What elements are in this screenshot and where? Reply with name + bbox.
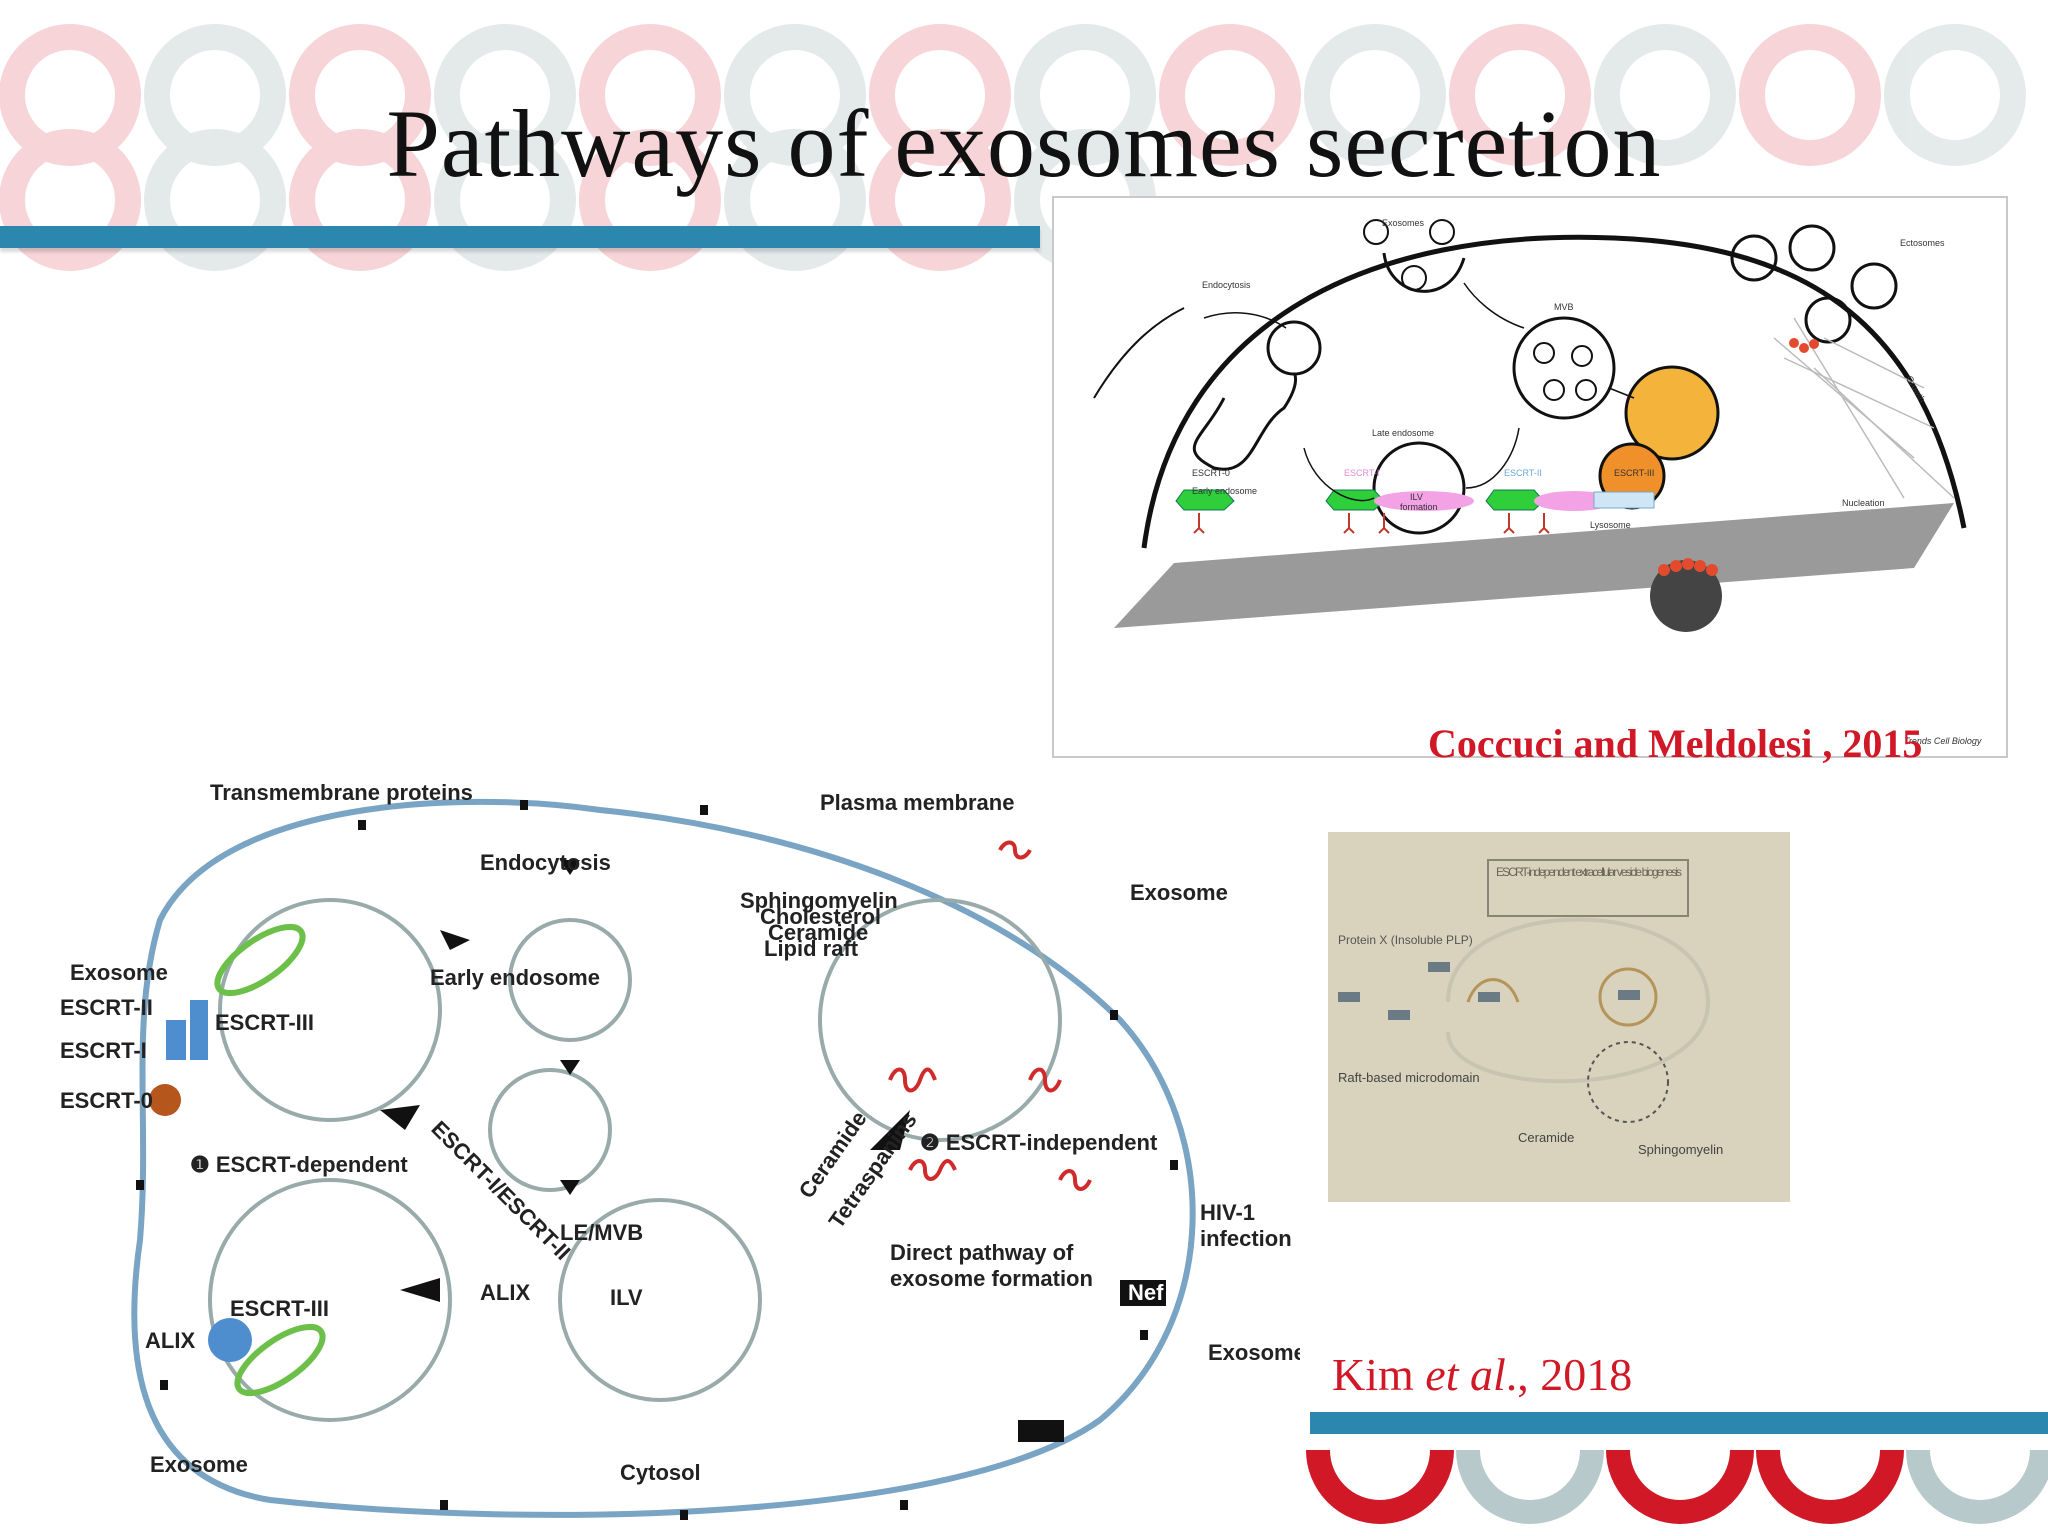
- label-box: ESCRT-independent extracellular vesicle …: [1496, 865, 1682, 879]
- label-hiv-1: HIV-1: [1200, 1200, 1255, 1225]
- label-exosome-nef: Exosome: [1208, 1340, 1300, 1365]
- label-escrt3-lower: ESCRT-III: [230, 1296, 329, 1321]
- citation-kim: Kim et al., 2018: [1332, 1348, 1632, 1401]
- label-cholesterol: Cholesterol: [760, 904, 881, 929]
- label-ceramide: Ceramide: [1518, 1130, 1574, 1145]
- label-sphingomyelin: Sphingomyelin: [1638, 1142, 1723, 1157]
- label-plasma-membrane: Plasma membrane: [820, 790, 1014, 815]
- label-escrt-independent: ❷ ESCRT-independent: [920, 1130, 1158, 1155]
- label-late-endosome: Late endosome: [1372, 428, 1434, 438]
- label-exosome-bottom: Exosome: [150, 1452, 248, 1477]
- label-direct-pathway-2: exosome formation: [890, 1266, 1093, 1291]
- citation-kim-etal: et al: [1425, 1349, 1506, 1400]
- figure-escrt-pathways: Transmembrane proteins Plasma membrane E…: [40, 760, 1306, 1530]
- label-growth: Growth: [1904, 374, 1927, 404]
- label-ceramide-small: Ceramide: [768, 920, 868, 945]
- citation-coccuci-meldolesi: Coccuci and Meldolesi , 2015: [1428, 721, 1923, 766]
- label-escrt0: ESCRT-0: [1192, 468, 1230, 478]
- label-journal: Trends Cell Biology: [1904, 736, 1982, 746]
- slide-title: Pathways of exosomes secretion: [386, 90, 1662, 197]
- label-protein: Protein X (Insoluble PLP): [1338, 933, 1473, 947]
- label-escrt-dependent: ❶ ESCRT-dependent: [190, 1152, 408, 1177]
- footer-accent-bar: [1310, 1412, 2048, 1434]
- label-escrt0-left: ESCRT-0: [60, 1088, 153, 1113]
- label-alix: ALIX: [145, 1328, 195, 1353]
- label-escrt2-left: ESCRT-II: [60, 995, 153, 1020]
- figure-exosome-ectosome-pathways: Exosomes Ectosomes Endocytosis MVB Late …: [1052, 196, 2008, 758]
- label-ectosomes: Ectosomes: [1900, 238, 1945, 248]
- label-cytosol: Cytosol: [620, 1460, 701, 1485]
- citation-kim-year: ., 2018: [1505, 1349, 1633, 1400]
- label-formation: formation: [1400, 502, 1438, 512]
- label-exosomes: Exosomes: [1382, 218, 1425, 228]
- label-le-mvb: LE/MVB: [560, 1220, 643, 1245]
- title-underline-bar: [0, 226, 1040, 248]
- label-transmembrane-proteins: Transmembrane proteins: [210, 780, 473, 805]
- label-lysosome: Lysosome: [1590, 520, 1631, 530]
- citation-kim-author: Kim: [1332, 1349, 1426, 1400]
- label-hiv-infection: infection: [1200, 1226, 1292, 1251]
- figure-escrt-pathways-diagram: Transmembrane proteins Plasma membrane E…: [60, 780, 1306, 1520]
- bottom-ring-row: [1306, 1449, 2048, 1524]
- label-sphingomyelin: Sphingomyelin: [740, 888, 898, 913]
- label-escrt2: ESCRT-II: [1504, 468, 1542, 478]
- label-raft: Raft-based microdomain: [1338, 1070, 1480, 1085]
- label-nef: Nef: [1128, 1280, 1164, 1305]
- label-mvb: MVB: [1554, 302, 1574, 312]
- label-alix-arrow: ALIX: [480, 1280, 530, 1305]
- figure-escrt-independent-diagram: ESCRT-independent extracellular vesicle …: [1338, 859, 1723, 1157]
- label-endocytosis: Endocytosis: [1202, 280, 1251, 290]
- label-nucleation: Nucleation: [1842, 498, 1885, 508]
- figure-escrt-independent-detail: ESCRT-independent extracellular vesicle …: [1328, 832, 1790, 1202]
- figure-exosome-ectosome-diagram: Exosomes Ectosomes Endocytosis MVB Late …: [1093, 218, 1982, 746]
- label-early-endosome: Early endosome: [430, 965, 600, 990]
- label-exosome-right: Exosome: [1130, 880, 1228, 905]
- label-lipid-raft: Lipid raft: [764, 936, 859, 961]
- label-ilv: ILV: [610, 1285, 643, 1310]
- label-escrt3-inner: ESCRT-III: [215, 1010, 314, 1035]
- label-escrt1: ESCRT-I: [1344, 468, 1379, 478]
- label-early-endosome: Early endosome: [1192, 486, 1257, 496]
- label-escrt3: ESCRT-III: [1614, 468, 1654, 478]
- label-escrt1-left: ESCRT-I: [60, 1038, 147, 1063]
- label-exosome-left: Exosome: [70, 960, 168, 985]
- label-direct-pathway-1: Direct pathway of: [890, 1240, 1074, 1265]
- top-ring-row: [0, 24, 2026, 271]
- label-endocytosis: Endocytosis: [480, 850, 611, 875]
- label-ilv: ILV: [1410, 492, 1423, 502]
